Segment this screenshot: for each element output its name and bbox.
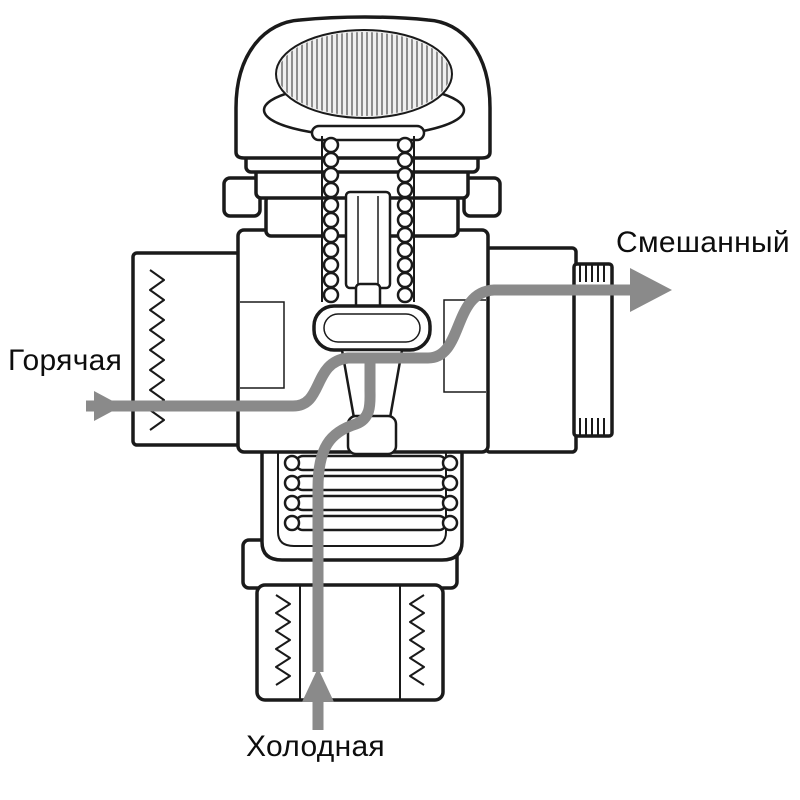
- lower-spring: [283, 454, 459, 532]
- right-port: [484, 246, 614, 454]
- label-mixed-outlet: Смешанный: [616, 226, 790, 259]
- label-cold-inlet: Холодная: [246, 730, 385, 763]
- left-port: [131, 251, 242, 447]
- flow-cold-arrow: [302, 354, 376, 730]
- flow-hot-arrow: [86, 352, 372, 421]
- upper-spring-assembly: [310, 124, 426, 304]
- piston: [312, 304, 432, 352]
- bottom-port: [241, 538, 459, 702]
- spring-top-plate: [310, 124, 426, 142]
- flow-mixed-arrow: [368, 268, 672, 364]
- thermostatic-cartridge: [344, 190, 392, 290]
- valve-cap: [234, 15, 492, 160]
- label-hot-inlet: Горячая: [8, 344, 123, 377]
- cap-knurl: [275, 29, 453, 119]
- upper-spring: [322, 136, 414, 304]
